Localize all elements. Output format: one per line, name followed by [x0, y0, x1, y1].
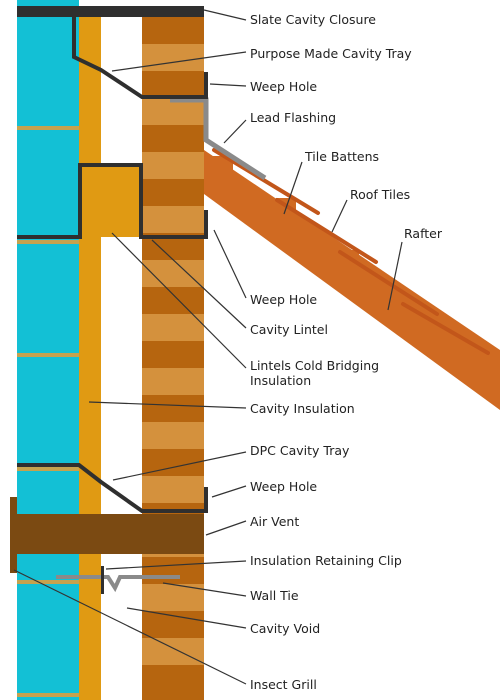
lead-flashing: [170, 97, 267, 181]
leader-cavity-lintel: [151, 239, 247, 329]
leader-cavity-void: [126, 607, 247, 629]
label-rafter: Rafter: [404, 226, 443, 241]
slate-cavity-closure: [17, 6, 204, 17]
brick-course: [142, 611, 204, 638]
cavity-insulation-layer: [79, 17, 101, 700]
brick-course: [142, 287, 204, 314]
inner-blockwork: [17, 0, 79, 700]
label-slate-cavity-closure: Slate Cavity Closure: [250, 12, 376, 27]
leader-lintels-cold-bridging: [111, 232, 247, 369]
lintels-trays: [17, 17, 208, 513]
label-purpose-made-cavity-tray: Purpose Made Cavity Tray: [250, 46, 412, 61]
leader-slate-cavity-closure: [203, 9, 247, 21]
brick-course: [142, 341, 204, 368]
brick-course: [142, 395, 204, 422]
roof-tiles-group: [212, 148, 490, 355]
air-vent-group: [10, 497, 204, 573]
leader-weep-hole-top: [209, 83, 247, 87]
purpose-made-cavity-tray: [72, 17, 208, 99]
tile-battens-group: [213, 156, 422, 334]
tile-batten: [276, 198, 296, 230]
brick-course: [142, 206, 204, 233]
leader-lines: [13, 9, 403, 685]
insulation-retaining-clip: [101, 566, 104, 594]
leader-weep-hole-mid: [213, 229, 247, 299]
brick-course: [142, 584, 204, 611]
leader-weep-hole-low: [211, 485, 247, 498]
wall-tie-group: [56, 566, 180, 594]
label-roof-tiles: Roof Tiles: [350, 187, 410, 202]
cavity-void-layer: [101, 17, 142, 700]
roof-tile: [275, 198, 378, 264]
tile-batten: [213, 156, 233, 188]
leader-tile-battens: [283, 161, 303, 215]
brick-course: [142, 125, 204, 152]
brick-course: [142, 638, 204, 665]
label-weep-hole-low: Weep Hole: [250, 479, 317, 494]
brick-course: [142, 71, 204, 98]
label-cavity-lintel: Cavity Lintel: [250, 322, 328, 337]
label-insect-grill: Insect Grill: [250, 677, 317, 692]
lintel-cold-bridging-insulation: [80, 165, 141, 237]
label-wall-tie: Wall Tie: [250, 588, 299, 603]
dpc-cavity-tray: [17, 463, 208, 513]
brick-course: [142, 179, 204, 206]
brick-course: [142, 665, 204, 700]
label-cavity-void: Cavity Void: [250, 621, 320, 636]
block-mortar-joints: [17, 126, 79, 697]
air-vent: [10, 514, 204, 554]
label-tile-battens: Tile Battens: [304, 149, 379, 164]
brick-course: [142, 476, 204, 503]
roof-tile: [401, 302, 490, 355]
label-insulation-retaining-clip: Insulation Retaining Clip: [250, 553, 402, 568]
label-air-vent: Air Vent: [250, 514, 299, 529]
label-lead-flashing: Lead Flashing: [250, 110, 336, 125]
brick-course: [142, 152, 204, 179]
roof: [170, 97, 500, 410]
brick-course: [142, 314, 204, 341]
leader-insulation-retaining-clip: [105, 560, 247, 570]
labels: Slate Cavity Closure Purpose Made Cavity…: [250, 12, 443, 692]
wall-layers: [17, 0, 204, 700]
label-weep-hole-top: Weep Hole: [250, 79, 317, 94]
brick-course: [142, 260, 204, 287]
leader-dpc-cavity-tray: [112, 451, 247, 481]
roof-tile: [212, 148, 320, 215]
leader-cavity-insulation: [88, 401, 247, 409]
roof-tile: [338, 250, 439, 316]
tile-batten: [339, 250, 359, 282]
label-cavity-insulation: Cavity Insulation: [250, 401, 355, 416]
leader-air-vent: [205, 520, 247, 536]
brick-course: [142, 44, 204, 71]
leader-roof-tiles: [331, 199, 348, 233]
brick-course: [142, 557, 204, 584]
brick-course: [142, 17, 204, 44]
label-weep-hole-mid: Weep Hole: [250, 292, 317, 307]
leader-lead-flashing: [223, 119, 247, 144]
wall-tie: [56, 575, 180, 593]
label-lintels-cold-bridging-line1: Lintels Cold Bridging: [250, 358, 379, 373]
brick-course: [142, 422, 204, 449]
leader-rafter: [387, 241, 403, 311]
brick-course: [142, 368, 204, 395]
insect-grill: [10, 497, 17, 573]
leader-insect-grill: [13, 569, 247, 685]
label-lintels-cold-bridging-line2: Insulation: [250, 373, 311, 388]
leader-wall-tie: [162, 582, 247, 597]
outer-brickwork: [142, 17, 204, 700]
cavity-lintel: [17, 163, 208, 239]
label-dpc-cavity-tray: DPC Cavity Tray: [250, 443, 350, 458]
leader-purpose-made-cavity-tray: [111, 51, 247, 72]
